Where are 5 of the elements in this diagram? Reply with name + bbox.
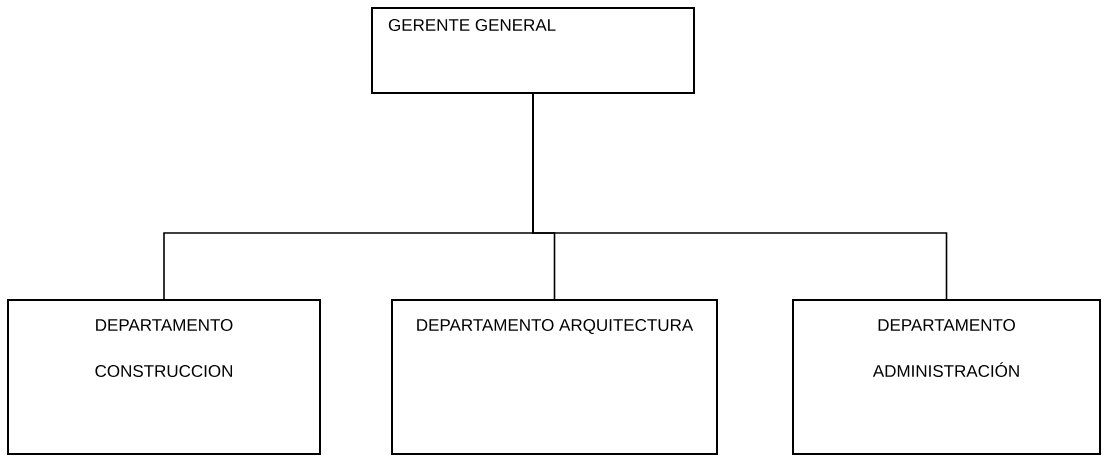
department-box: DEPARTAMENTO CONSTRUCCION [7,299,321,455]
connector-line [532,93,948,300]
department-box: DEPARTAMENTO ADMINISTRACIÓN [792,299,1101,455]
department-box: DEPARTAMENTO ARQUITECTURA [391,299,718,455]
title-box: GERENTE GENERAL [371,7,695,94]
